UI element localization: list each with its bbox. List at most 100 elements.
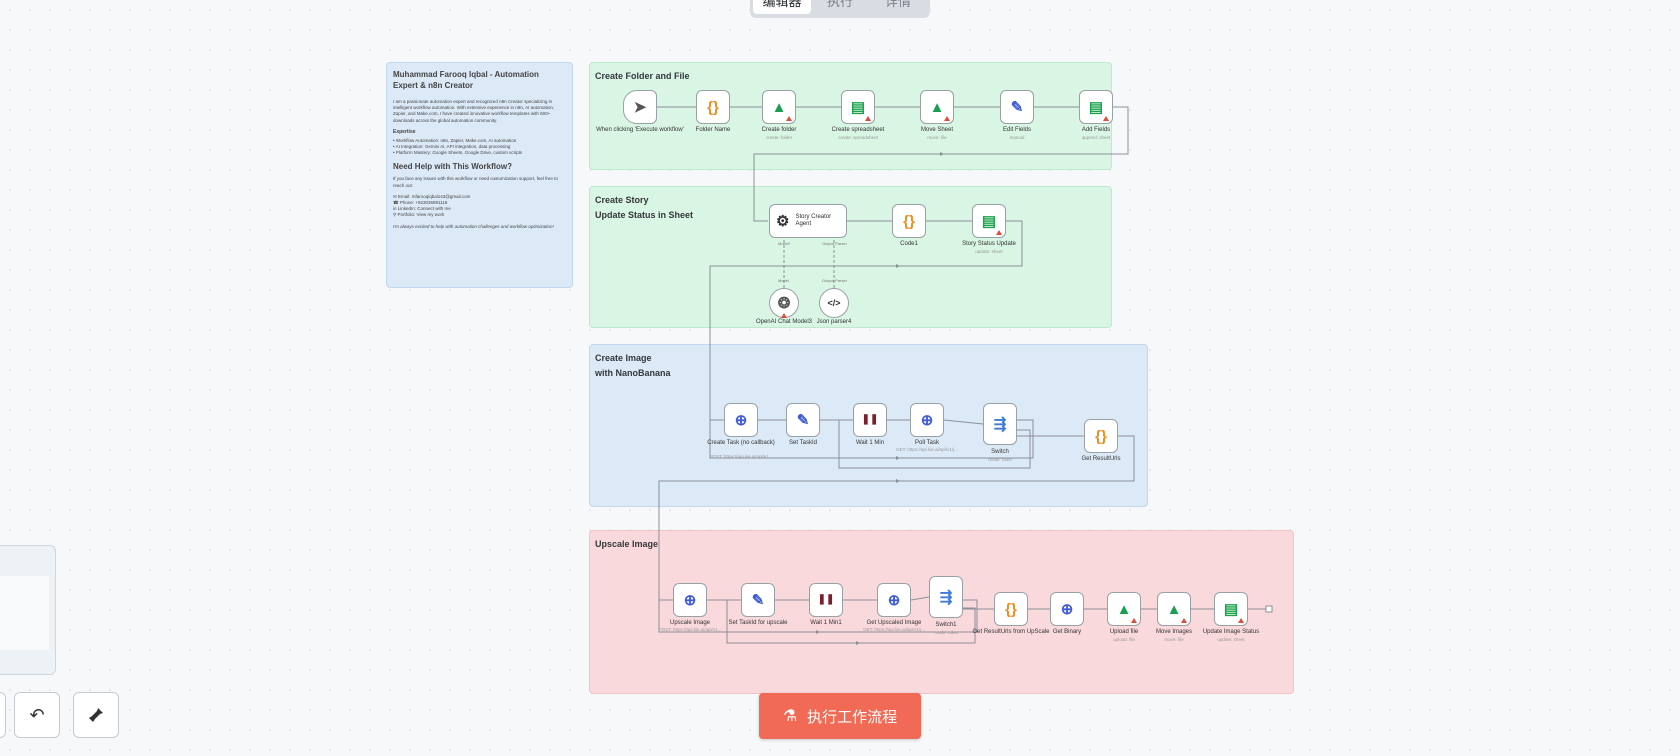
node-json-parser[interactable]: </> xyxy=(819,288,849,318)
clean-button[interactable] xyxy=(73,692,119,738)
node-label: Folder Name xyxy=(695,127,731,133)
flask-icon: ⚗ xyxy=(782,708,798,725)
note-help-text: If you face any issues with this workflo… xyxy=(393,176,558,188)
globe-icon: ⊕ xyxy=(683,591,697,609)
pause-icon: ❚❚ xyxy=(861,414,879,425)
node-label: Upload file xyxy=(1109,629,1139,635)
braces-icon: {} xyxy=(1005,600,1017,618)
warning-icon xyxy=(1238,618,1244,623)
warning-icon xyxy=(996,230,1002,235)
pencil-icon: ✎ xyxy=(796,411,810,429)
node-wait-1-min1[interactable]: ❚❚ xyxy=(809,583,843,617)
node-get-resulturls[interactable]: {} xyxy=(1084,419,1118,453)
node-get-binary[interactable]: ⊕ xyxy=(1050,592,1084,626)
warning-icon xyxy=(1181,618,1187,623)
note-title: Muhammad Farooq Iqbal - Automation Exper… xyxy=(393,70,539,90)
tab-editor[interactable]: 编辑器 xyxy=(753,0,811,14)
section-create-story[interactable]: Create Story Update Status in Sheet xyxy=(589,186,1112,328)
node-subtitle: update: sheet xyxy=(1217,637,1245,642)
tab-details[interactable]: 详情 xyxy=(884,0,911,9)
contact-email[interactable]: ✉ Email: mfarooqiqbal143@gmail.com xyxy=(393,193,471,199)
node-subtitle: move: file xyxy=(927,135,947,140)
pause-icon: ❚❚ xyxy=(817,594,835,605)
contact-portfolio[interactable]: ⚲ Portfolio: View my work xyxy=(393,212,445,218)
connector-label: Model* xyxy=(778,241,791,246)
execute-workflow-button[interactable]: ⚗ 执行工作流程 xyxy=(759,693,921,739)
node-poll-task[interactable]: ⊕ xyxy=(910,403,944,437)
list-item: • Workflow Automation: n8n, Zapier, Make… xyxy=(393,137,517,143)
node-code1[interactable]: {} xyxy=(892,204,926,238)
node-label: Switch xyxy=(991,449,1009,455)
note-intro: I am a passionate automation expert and … xyxy=(393,99,555,123)
list-item: • AI Integration: Gemini AI, API integra… xyxy=(393,144,511,150)
pencil-icon: ✎ xyxy=(1010,98,1024,116)
node-openai-chat-model[interactable]: ❂ xyxy=(769,288,799,318)
warning-icon xyxy=(786,116,792,121)
note-help-heading: Need Help with This Workflow? xyxy=(393,162,512,172)
node-folder-name[interactable]: {} xyxy=(696,90,730,124)
node-edit-fields[interactable]: ✎ xyxy=(1000,90,1034,124)
node-set-taskid-upscale[interactable]: ✎ xyxy=(741,583,775,617)
node-subtitle: manual xyxy=(1009,135,1025,140)
globe-icon: ⊕ xyxy=(734,411,748,429)
switch-icon: ⇶ xyxy=(939,588,953,606)
node-label: Code1 xyxy=(900,241,918,247)
node-set-taskid[interactable]: ✎ xyxy=(786,403,820,437)
info-sticky-note[interactable]: Muhammad Farooq Iqbal - Automation Exper… xyxy=(386,62,573,288)
node-create-task[interactable]: ⊕ xyxy=(724,403,758,437)
node-label: Wait 1 Min xyxy=(855,440,885,446)
node-manual-trigger[interactable]: ➤ xyxy=(623,90,657,124)
node-label: Move Sheet xyxy=(920,127,954,133)
node-label: Get Binary xyxy=(1052,629,1082,635)
node-get-upscaled-image[interactable]: ⊕ xyxy=(877,583,911,617)
tab-executions[interactable]: 执行 xyxy=(826,0,853,9)
switch-icon: ⇶ xyxy=(993,415,1007,433)
node-subtitle: create: folder xyxy=(765,135,793,140)
node-label: Create folder xyxy=(761,127,797,133)
node-create-folder[interactable]: ▲ xyxy=(762,90,796,124)
execute-workflow-label: 执行工作流程 xyxy=(807,708,898,726)
node-move-sheet[interactable]: ▲ xyxy=(920,90,954,124)
braces-icon: {} xyxy=(707,98,719,116)
node-update-image-status[interactable]: ▤ xyxy=(1214,592,1248,626)
pencil-icon: ✎ xyxy=(751,591,765,609)
node-story-creator-agent[interactable]: ⚙ Story Creator Agent xyxy=(769,204,847,238)
connector-label: Model xyxy=(778,278,789,283)
node-get-resulturls-upscale[interactable]: {} xyxy=(994,592,1028,626)
side-panel-content xyxy=(0,576,49,650)
node-subtitle: mode: rules xyxy=(988,457,1012,462)
node-label: Set TaskId xyxy=(789,440,817,446)
partial-left-button[interactable] xyxy=(0,692,6,738)
node-upload-file[interactable]: ▲ xyxy=(1107,592,1141,626)
node-subtitle: POST: https://api.kie.ai/api/v1... xyxy=(658,627,722,632)
connector-label: Output Parser xyxy=(822,241,848,246)
braces-icon: {} xyxy=(1095,427,1107,445)
braces-icon: {} xyxy=(903,212,915,230)
node-add-fields[interactable]: ▤ xyxy=(1079,90,1113,124)
node-label: Add Fields xyxy=(1081,127,1111,133)
view-tab-bar: 编辑器 执行 详情 xyxy=(750,0,930,18)
undo-button[interactable]: ↶ xyxy=(14,692,60,738)
node-label: When clicking 'Execute workflow' xyxy=(596,127,684,133)
node-create-spreadsheet[interactable]: ▤ xyxy=(841,90,875,124)
google-sheets-icon: ▤ xyxy=(1088,98,1104,116)
warning-icon xyxy=(944,116,950,121)
node-label: Get ResultUrls xyxy=(1081,456,1121,462)
node-story-status-update[interactable]: ▤ xyxy=(972,204,1006,238)
node-label: Json parser4 xyxy=(816,319,852,325)
connector-label: Output Parser xyxy=(822,278,848,283)
node-wait-1-min[interactable]: ❚❚ xyxy=(853,403,887,437)
node-switch[interactable]: ⇶ xyxy=(983,403,1017,445)
contact-linkedin[interactable]: in LinkedIn: Connect with me xyxy=(393,206,451,212)
node-upscale-image[interactable]: ⊕ xyxy=(673,583,707,617)
broom-icon xyxy=(89,708,103,722)
google-drive-icon: ▲ xyxy=(1116,600,1132,618)
list-item: • Platform Mastery: Google Sheets, Googl… xyxy=(393,150,523,156)
warning-icon xyxy=(781,313,787,318)
node-switch1[interactable]: ⇶ xyxy=(929,576,963,618)
node-move-images[interactable]: ▲ xyxy=(1157,592,1191,626)
node-label: Create spreadsheet xyxy=(831,127,885,133)
node-label: Wait 1 Min1 xyxy=(810,620,842,626)
globe-icon: ⊕ xyxy=(1060,600,1074,618)
